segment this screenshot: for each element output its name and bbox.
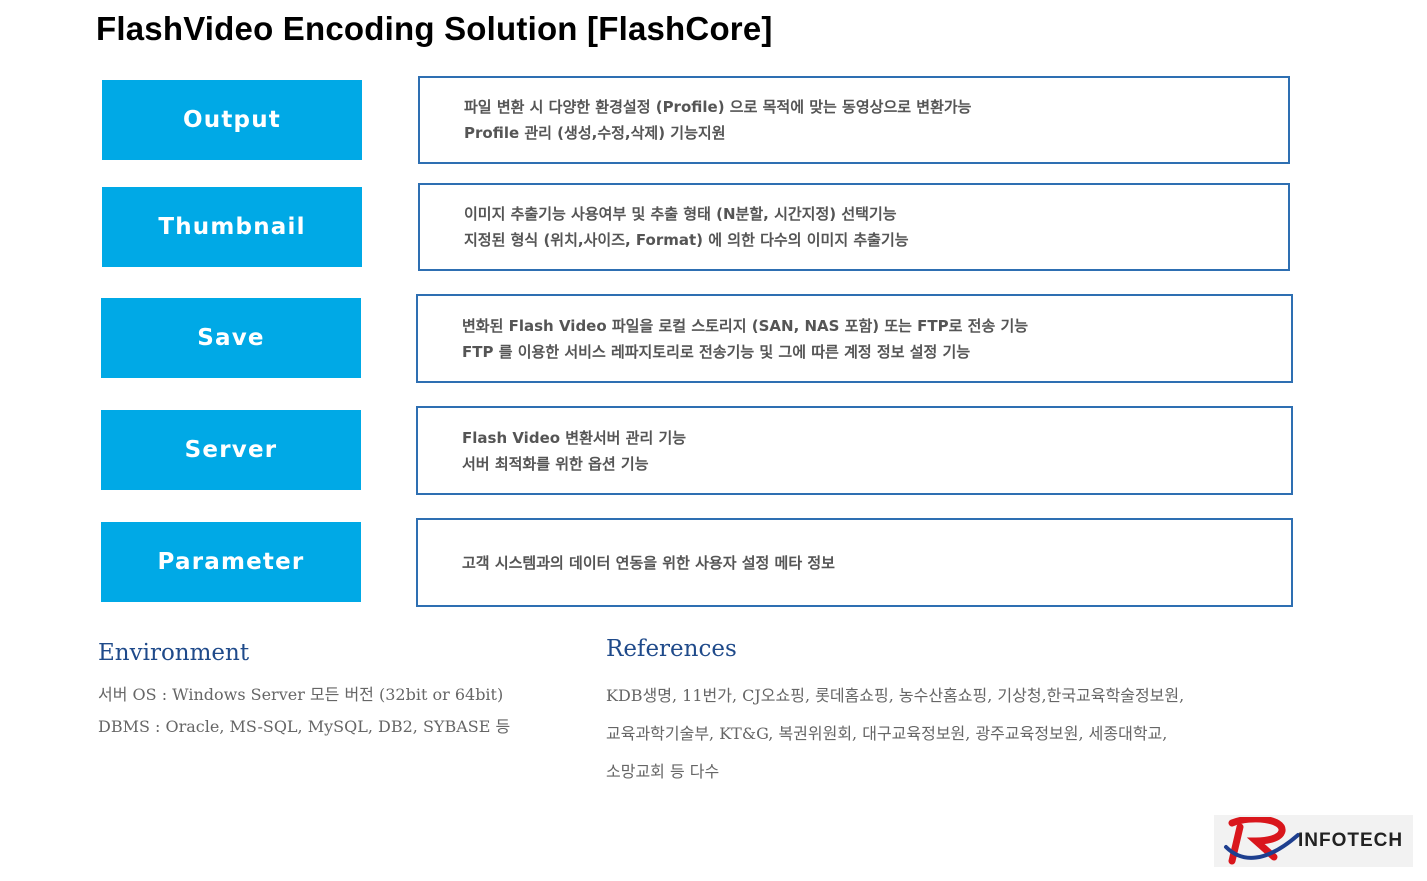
- feature-desc-output: 파일 변환 시 다양한 환경설정 (Profile) 으로 목적에 맞는 동영상…: [418, 76, 1290, 164]
- feature-label-output: Output: [102, 80, 362, 160]
- feature-desc-line: 파일 변환 시 다양한 환경설정 (Profile) 으로 목적에 맞는 동영상…: [464, 98, 972, 116]
- logo-mark-icon: [1224, 817, 1300, 865]
- feature-label-server: Server: [101, 410, 361, 490]
- references-line: 교육과학기술부, KT&G, 복권위원회, 대구교육정보원, 광주교육정보원, …: [606, 724, 1168, 743]
- feature-desc-line: 변화된 Flash Video 파일을 로컬 스토리지 (SAN, NAS 포함…: [462, 316, 1029, 335]
- feature-desc-save: 변화된 Flash Video 파일을 로컬 스토리지 (SAN, NAS 포함…: [416, 294, 1293, 383]
- references-line: 소망교회 등 다수: [606, 762, 720, 781]
- feature-desc-line: Flash Video 변환서버 관리 기능: [462, 428, 687, 447]
- feature-desc-line: 이미지 추출기능 사용여부 및 추출 형태 (N분할, 시간지정) 선택기능: [464, 205, 897, 223]
- feature-desc-server: Flash Video 변환서버 관리 기능 서버 최적화를 위한 옵션 기능: [416, 406, 1293, 495]
- environment-heading: Environment: [98, 640, 250, 666]
- feature-desc-line: FTP 를 이용한 서비스 레파지토리로 전송기능 및 그에 따른 계정 정보 …: [462, 342, 971, 361]
- feature-desc-line: Profile 관리 (생성,수정,삭제) 기능지원: [464, 124, 726, 142]
- feature-label-thumbnail: Thumbnail: [102, 187, 362, 267]
- company-logo: INFOTECH: [1214, 815, 1413, 867]
- feature-desc-parameter: 고객 시스템과의 데이터 연동을 위한 사용자 설정 메타 정보: [416, 518, 1293, 607]
- references-line: KDB생명, 11번가, CJ오쇼핑, 롯데홈쇼핑, 농수산홈쇼핑, 기상청,한…: [606, 686, 1185, 705]
- feature-label-save: Save: [101, 298, 361, 378]
- feature-row-server: Server Flash Video 변환서버 관리 기능 서버 최적화를 위한…: [0, 406, 1427, 500]
- logo-text: INFOTECH: [1298, 830, 1404, 851]
- feature-row-save: Save 변화된 Flash Video 파일을 로컬 스토리지 (SAN, N…: [0, 294, 1427, 388]
- feature-label-parameter: Parameter: [101, 522, 361, 602]
- references-heading: References: [606, 636, 737, 662]
- feature-desc-line: 지정된 형식 (위치,사이즈, Format) 에 의한 다수의 이미지 추출기…: [464, 231, 909, 249]
- feature-desc-line: 서버 최적화를 위한 옵션 기능: [462, 454, 649, 473]
- feature-row-parameter: Parameter 고객 시스템과의 데이터 연동을 위한 사용자 설정 메타 …: [0, 518, 1427, 612]
- environment-line: 서버 OS : Windows Server 모든 버전 (32bit or 6…: [98, 685, 504, 704]
- feature-desc-line: 고객 시스템과의 데이터 연동을 위한 사용자 설정 메타 정보: [462, 553, 835, 572]
- environment-line: DBMS : Oracle, MS-SQL, MySQL, DB2, SYBAS…: [98, 717, 511, 736]
- feature-row-thumbnail: Thumbnail 이미지 추출기능 사용여부 및 추출 형태 (N분할, 시간…: [0, 183, 1427, 277]
- feature-row-output: Output 파일 변환 시 다양한 환경설정 (Profile) 으로 목적에…: [0, 76, 1427, 170]
- feature-desc-thumbnail: 이미지 추출기능 사용여부 및 추출 형태 (N분할, 시간지정) 선택기능 지…: [418, 183, 1290, 271]
- page-title: FlashVideo Encoding Solution [FlashCore]: [96, 10, 773, 47]
